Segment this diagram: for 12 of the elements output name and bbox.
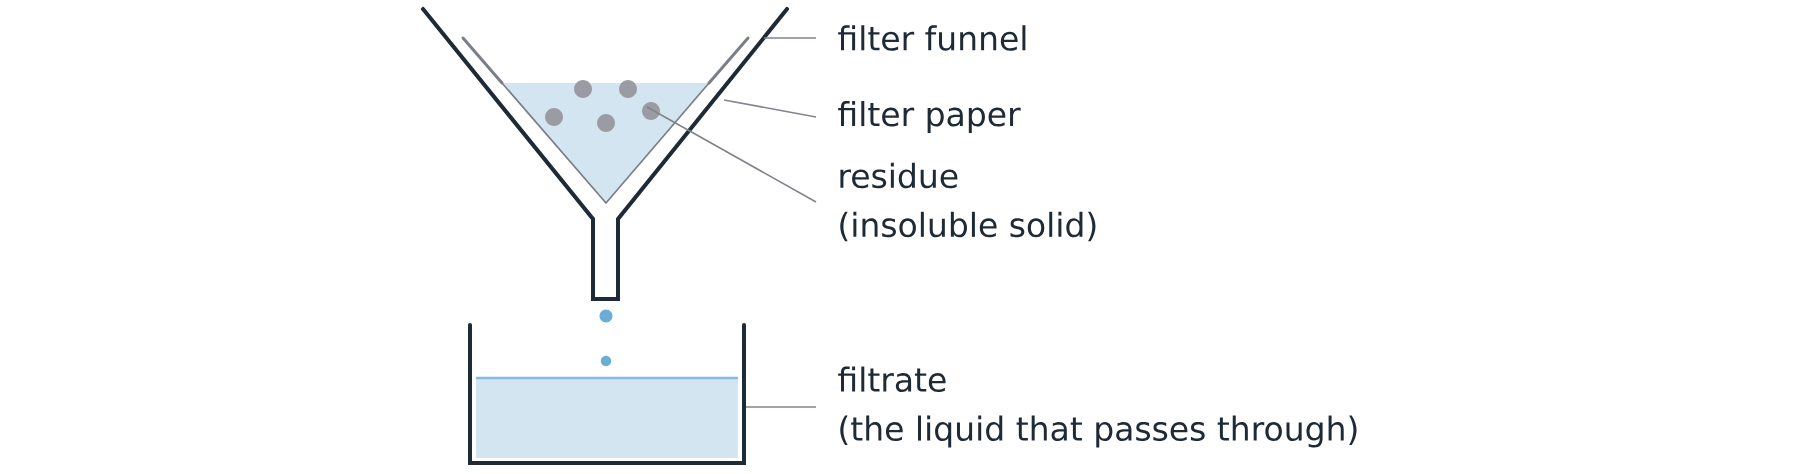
filtrate-liquid (476, 376, 738, 458)
leader-line (763, 37, 817, 39)
residue-particles (545, 80, 660, 132)
funnel (421, 7, 789, 301)
filter-paper (461, 36, 750, 205)
part-label: filtrate (the liquid that passes through) (838, 366, 1357, 448)
leader-line (745, 406, 817, 408)
part-label: filter funnel (838, 25, 1026, 51)
part-label: residue (insoluble solid) (840, 162, 1096, 242)
part-label: filter paper (838, 101, 1021, 133)
leader-line (723, 99, 817, 118)
leader-line (646, 106, 817, 203)
